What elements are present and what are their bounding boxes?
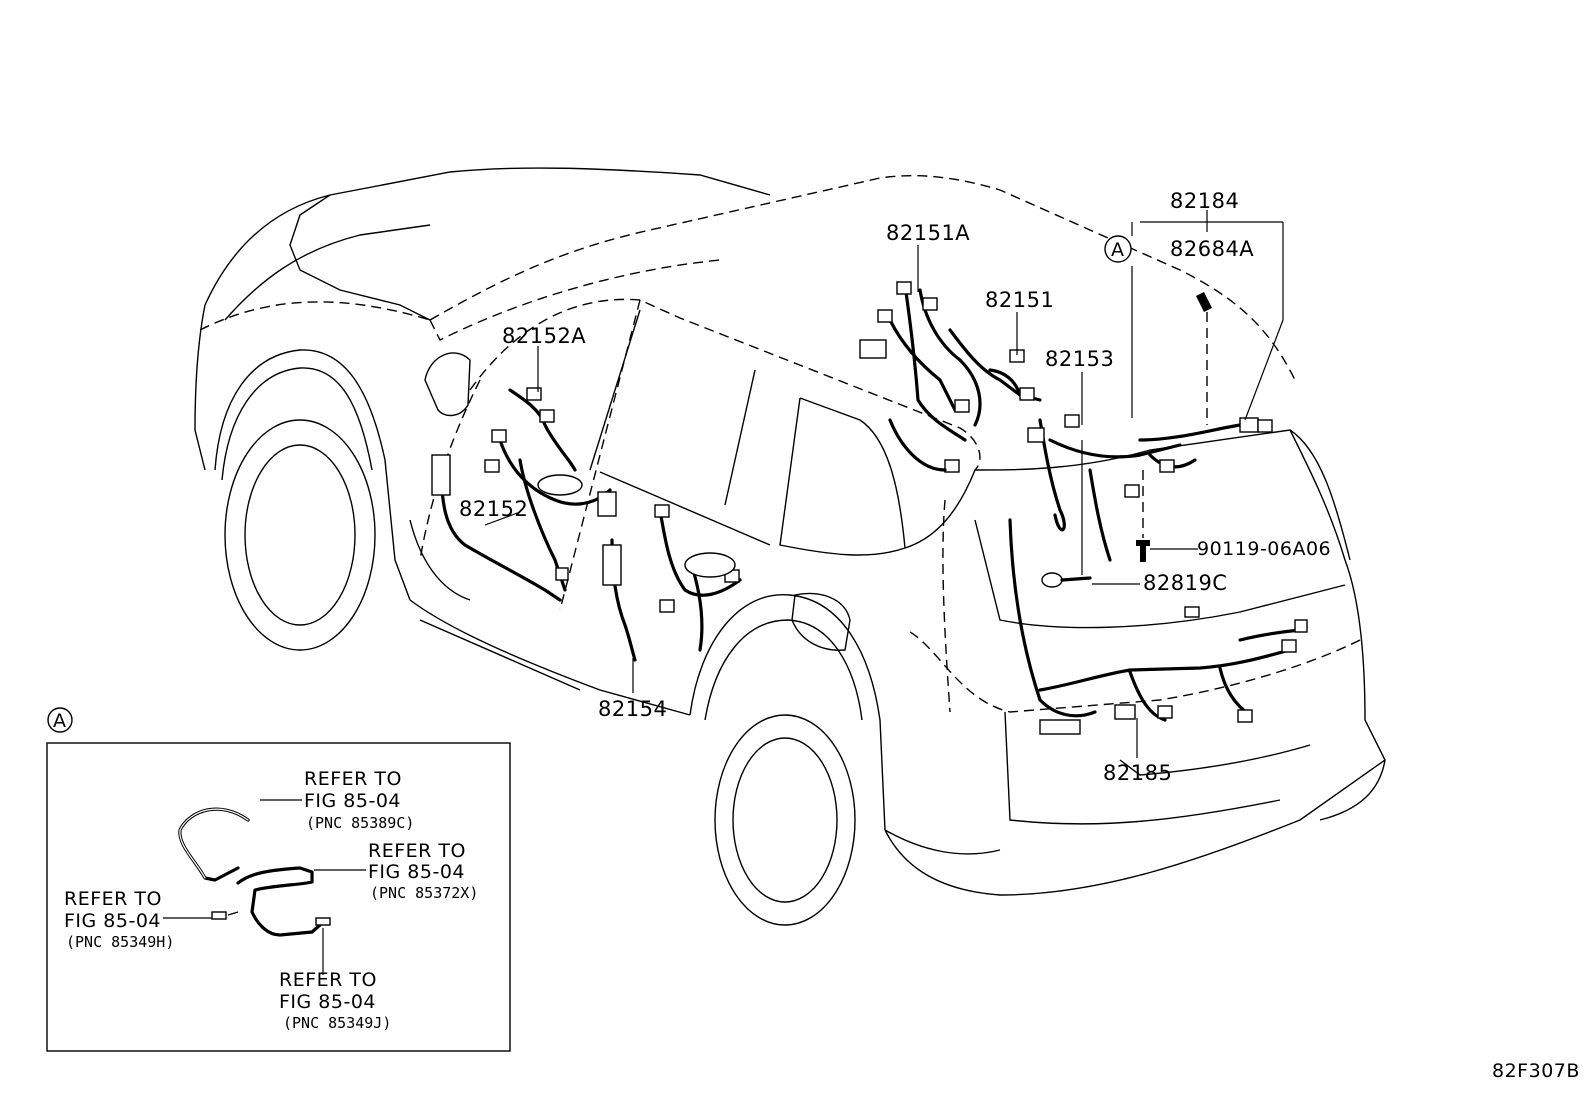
harness-82152 xyxy=(431,429,617,602)
harness-82185 xyxy=(1008,518,1308,735)
connector xyxy=(555,567,569,581)
label-82152A: 82152A xyxy=(502,324,586,348)
connector xyxy=(1157,705,1173,719)
label-82185: 82185 xyxy=(1103,761,1172,785)
connector xyxy=(654,504,670,518)
connector xyxy=(431,454,451,496)
ref-1-line2: FIG 85-04 xyxy=(304,790,401,812)
connector xyxy=(659,599,675,613)
harness-82153 xyxy=(1027,414,1182,562)
connector xyxy=(944,459,960,473)
detail-ref-2: REFER TO FIG 85-04 (PNC 85372X) xyxy=(368,840,478,902)
connector xyxy=(1237,709,1253,723)
ref-2-line2: FIG 85-04 xyxy=(368,861,465,883)
harness-82151A xyxy=(859,281,1022,473)
connector xyxy=(1027,427,1045,443)
label-90119-06A06: 90119-06A06 xyxy=(1197,538,1331,560)
label-82151A: 82151A xyxy=(886,221,970,245)
connector xyxy=(1064,414,1080,428)
ref-2-pnc: (PNC 85372X) xyxy=(370,884,478,902)
connector xyxy=(1239,417,1259,433)
connector xyxy=(1159,459,1175,473)
connector xyxy=(896,281,912,295)
ref-3-pnc: (PNC 85349H) xyxy=(66,933,174,951)
detail-leaders xyxy=(163,799,366,975)
connector xyxy=(859,339,887,359)
ref-1-pnc: (PNC 85389C) xyxy=(306,814,414,832)
callout-marker-a-label: A xyxy=(1111,239,1125,261)
label-82152: 82152 xyxy=(459,497,528,521)
harness-82151 xyxy=(988,349,1042,402)
label-82684A: 82684A xyxy=(1170,237,1254,261)
leader-lines xyxy=(484,210,1284,758)
ref-4-pnc: (PNC 85349J) xyxy=(283,1014,391,1032)
detail-marker-a xyxy=(47,707,73,733)
part-labels: 82184 82684A 82151A 82151 82153 82152A 8… xyxy=(459,189,1331,785)
connector xyxy=(1184,606,1200,618)
harness-82184 xyxy=(1138,417,1273,473)
connector xyxy=(211,911,227,920)
label-82184: 82184 xyxy=(1170,189,1239,213)
callout-marker-a xyxy=(1104,235,1132,263)
ref-1-line1: REFER TO xyxy=(304,768,402,790)
connector xyxy=(1114,704,1136,720)
detail-ref-3: REFER TO FIG 85-04 (PNC 85349H) xyxy=(64,888,174,951)
connector xyxy=(484,459,500,473)
connector xyxy=(1257,419,1273,433)
detail-ref-4: REFER TO FIG 85-04 (PNC 85349J) xyxy=(279,969,391,1032)
connector xyxy=(1039,719,1081,735)
ref-4-line2: FIG 85-04 xyxy=(279,991,376,1013)
ref-2-line1: REFER TO xyxy=(368,840,466,862)
figure-code: 82F307B xyxy=(1492,1060,1580,1082)
detail-marker-a-label: A xyxy=(53,710,67,732)
detail-weatherstrips xyxy=(178,807,331,937)
label-82151: 82151 xyxy=(985,288,1054,312)
connector xyxy=(315,917,331,926)
grommet xyxy=(537,474,583,496)
grommet xyxy=(684,552,736,578)
ref-4-line1: REFER TO xyxy=(279,969,377,991)
connector xyxy=(922,297,938,311)
connector xyxy=(877,309,893,323)
ref-3-line1: REFER TO xyxy=(64,888,162,910)
label-82819C: 82819C xyxy=(1143,571,1227,595)
connector xyxy=(597,491,617,517)
label-82154: 82154 xyxy=(598,697,667,721)
part-82819C-shape xyxy=(1041,572,1063,588)
vehicle-outline xyxy=(194,167,1386,926)
ref-3-line2: FIG 85-04 xyxy=(64,910,161,932)
detail-box-a xyxy=(46,742,511,1052)
harness-82154 xyxy=(602,504,742,662)
connector xyxy=(1294,619,1308,633)
harness-82152A xyxy=(508,387,577,472)
connector xyxy=(954,399,970,413)
connector xyxy=(526,387,542,401)
bolt-icon xyxy=(1136,540,1150,562)
label-82153: 82153 xyxy=(1045,347,1114,371)
connector xyxy=(1019,387,1035,401)
connector xyxy=(1124,484,1140,498)
connector xyxy=(602,544,622,586)
connector xyxy=(491,429,507,443)
connector xyxy=(539,409,555,423)
detail-ref-1: REFER TO FIG 85-04 (PNC 85389C) xyxy=(304,768,414,832)
part-82684A-shape xyxy=(1196,292,1212,312)
connector xyxy=(1281,639,1297,653)
